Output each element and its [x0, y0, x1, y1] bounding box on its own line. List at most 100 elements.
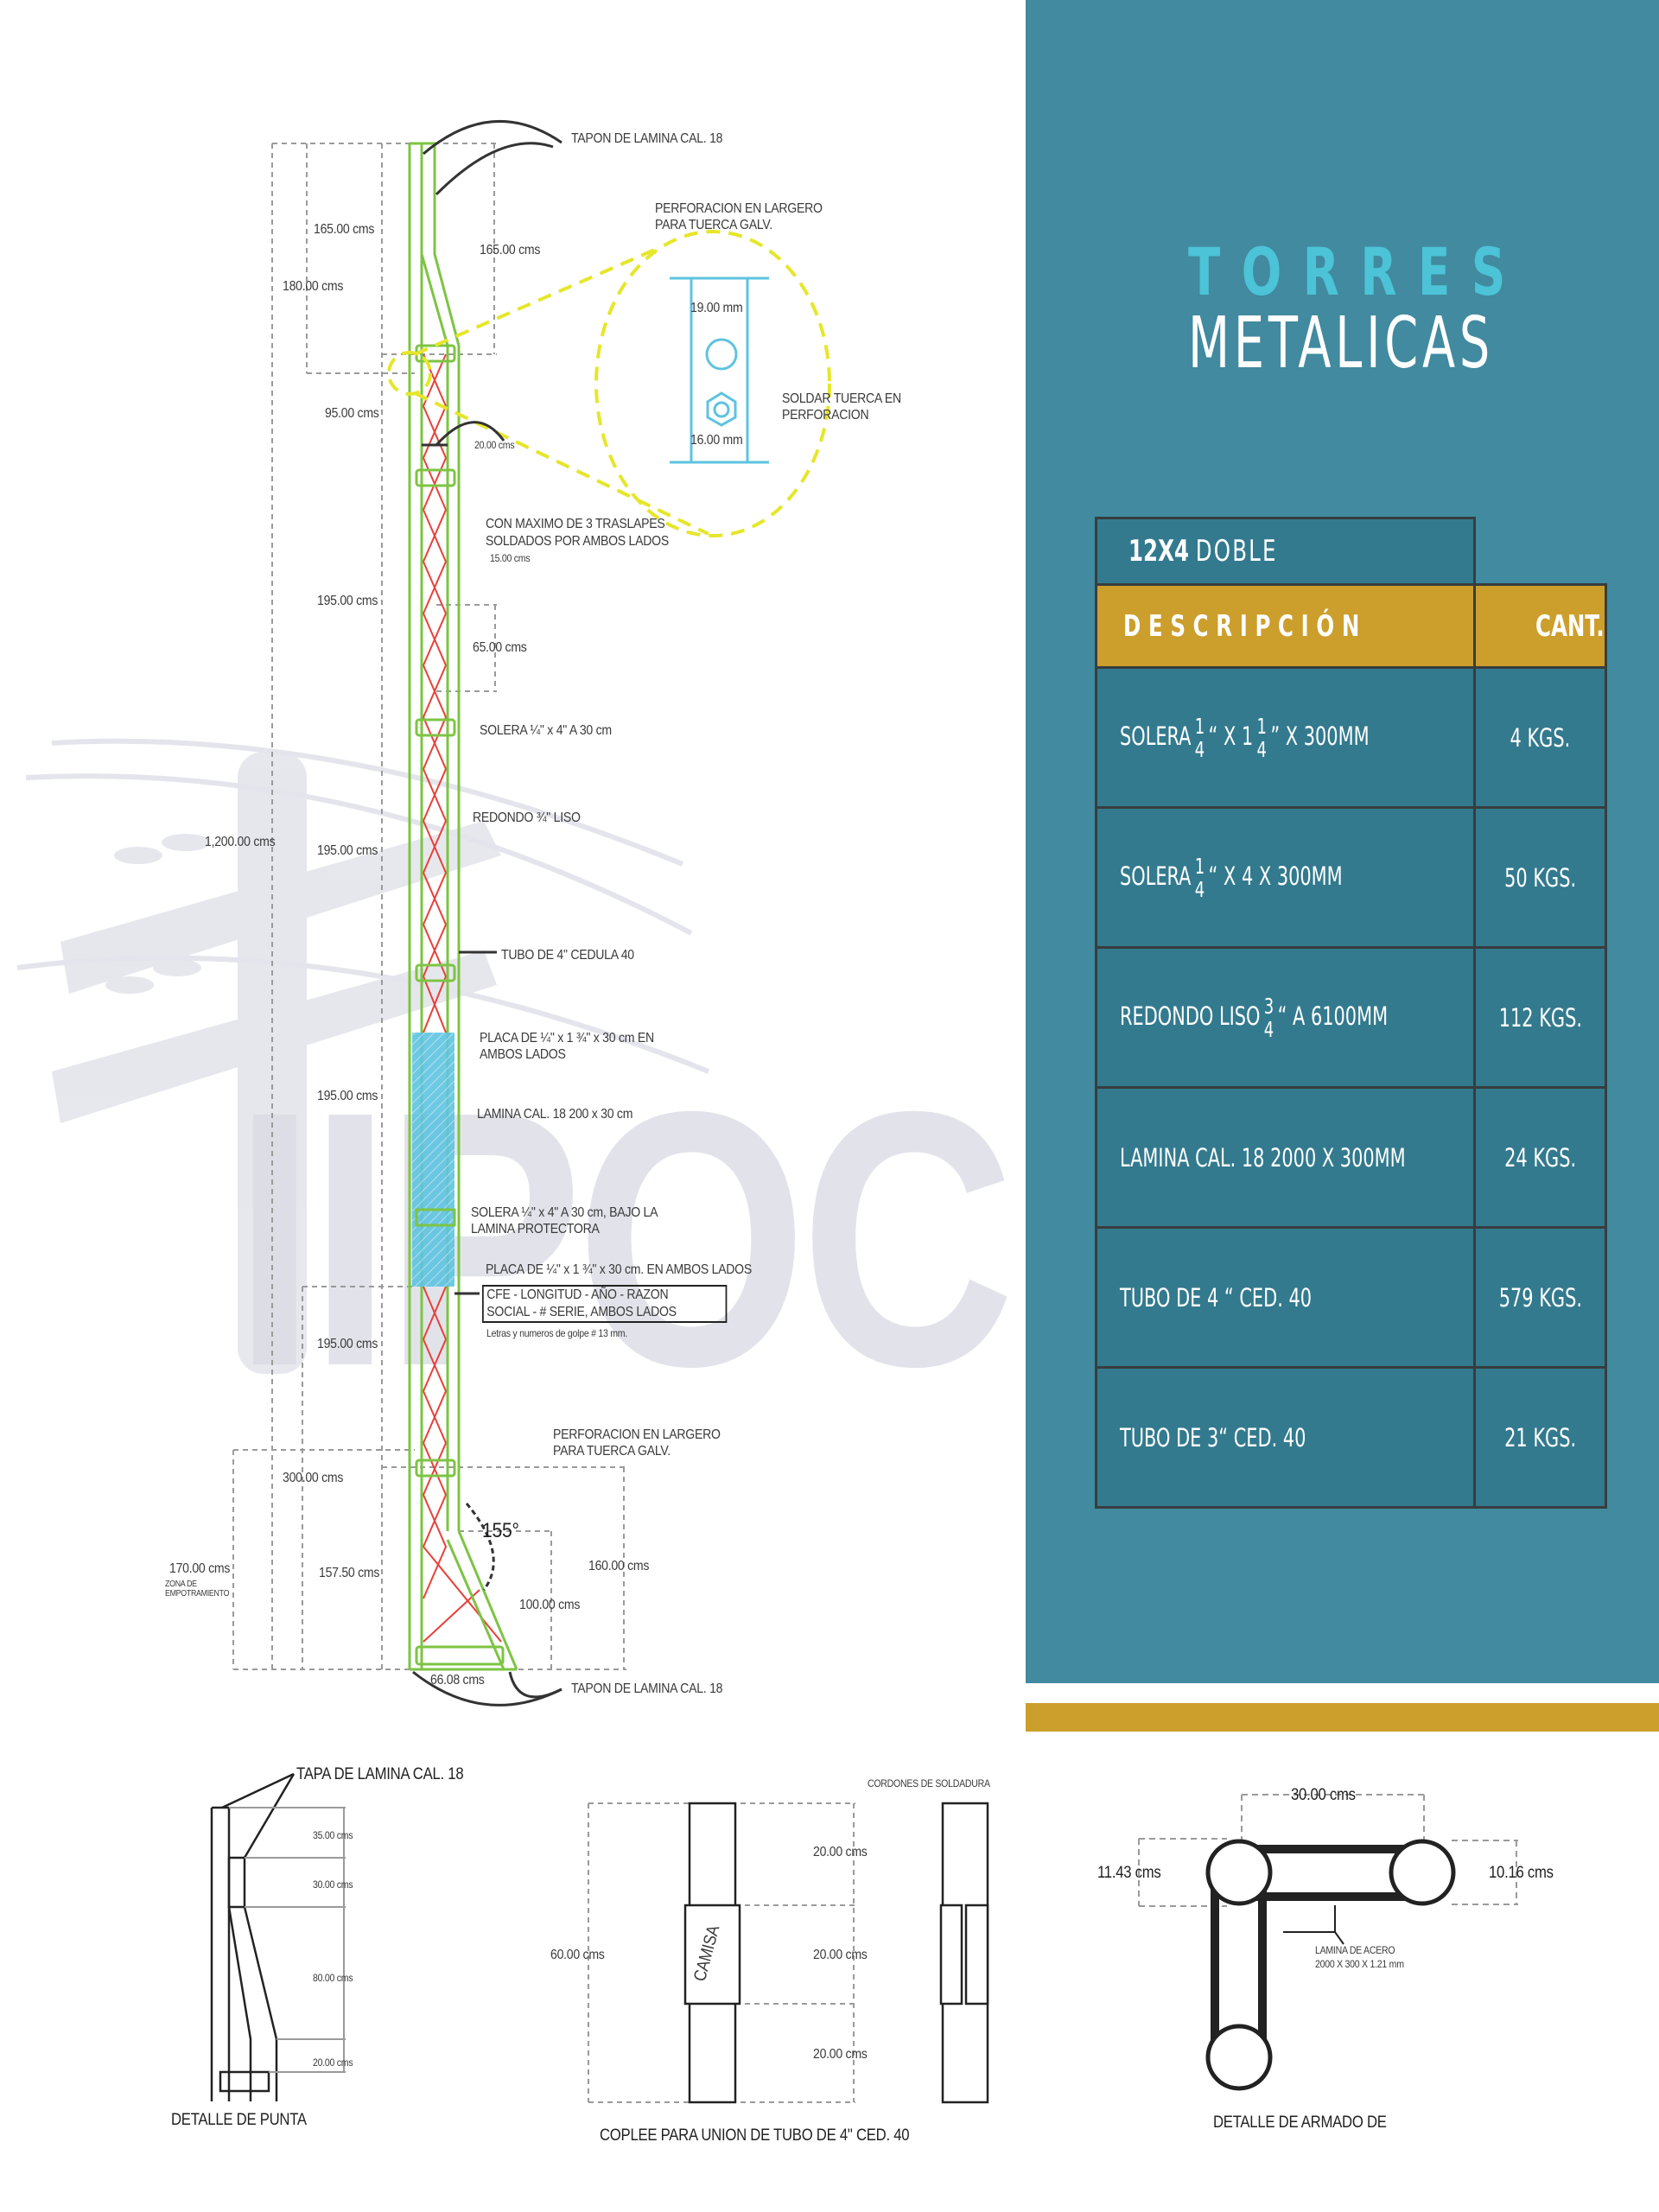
dim-165a: 165.00 cms: [314, 222, 375, 237]
gold-divider-bar: [1026, 1703, 1659, 1732]
desc-text: “ X 1: [1208, 721, 1254, 751]
desc-text: ” X 300MM: [1270, 721, 1370, 751]
label-placa-1: PLACA DE ¼" x 1 ¾" x 30 cm EN: [480, 1031, 654, 1046]
dim-65: 65.00 cms: [473, 640, 527, 655]
dim-punta-35: 35.00 cms: [313, 1829, 353, 1841]
title-line-2: METALICAS: [1188, 302, 1495, 385]
label-cfe-2: SOCIAL - # SERIE, AMBOS LADOS: [486, 1305, 677, 1319]
label-cfe-1: CFE - LONGITUD - AÑO - RAZON: [486, 1287, 669, 1302]
col-desc-label: DESCRIPCIÓN: [1123, 608, 1367, 644]
label-lamina-acero-2: 2000 X 300 X 1.21 mm: [1315, 1958, 1404, 1970]
label-zona-2: EMPOTRAMIENTO: [165, 1589, 230, 1599]
label-placa-ambos: PLACA DE ¼" x 1 ¾" x 30 cm. EN AMBOS LAD…: [486, 1262, 753, 1277]
details-drawing: [210, 1772, 1518, 2104]
lamina-protectora: [412, 1033, 454, 1287]
dim-165b: 165.00 cms: [480, 243, 541, 257]
label-perforacion-bot-1: PERFORACION EN LARGERO: [553, 1427, 721, 1442]
dim-66: 66.08 cms: [430, 1673, 485, 1688]
caption-coplee: COPLEE PARA UNION DE TUBO DE 4" CED. 40: [600, 2126, 910, 2145]
label-traslapes-2: SOLDADOS POR AMBOS LADOS: [486, 534, 669, 549]
dim-15: 15.00 cms: [490, 552, 531, 564]
desc-text: “ X 4 X 300MM: [1208, 861, 1343, 891]
desc-text: LAMINA CAL. 18 2000 X 300MM: [1120, 1142, 1406, 1173]
dim-160: 160.00 cms: [588, 1559, 650, 1573]
desc-text: REDONDO LISO: [1120, 1001, 1261, 1031]
label-cordones: CORDONES DE SOLDADURA: [868, 1777, 990, 1789]
dim-punta-80: 80.00 cms: [313, 1972, 353, 1984]
title-line-1: TORRES: [1188, 233, 1527, 310]
dim-armado-10: 10.16 cms: [1489, 1864, 1554, 1882]
coplee-drawing: [683, 1802, 989, 2104]
dim-195d: 195.00 cms: [317, 1337, 378, 1351]
label-lamina-acero-1: LAMINA DE ACERO: [1315, 1944, 1395, 1956]
table-row-qty: 579 KGS.: [1473, 1226, 1607, 1369]
model-bold: 12X4: [1128, 534, 1189, 569]
label-tubo-cedula: TUBO DE 4" CEDULA 40: [501, 948, 634, 963]
label-solera-bajo-2: LAMINA PROTECTORA: [471, 1222, 600, 1236]
label-placa-2: AMBOS LADOS: [480, 1047, 566, 1062]
dim-coplee-20a: 20.00 cms: [813, 1845, 868, 1859]
detail-callout: [387, 230, 831, 537]
col-qty-label: CANT.: [1535, 608, 1605, 644]
label-perforacion-top-2: PARA TUERCA GALV.: [655, 218, 772, 232]
label-solera-30: SOLERA ¼" x 4" A 30 cm: [480, 723, 612, 738]
table-row-qty: 21 KGS.: [1473, 1366, 1607, 1509]
dim-170: 170.00 cms: [169, 1561, 231, 1576]
label-angle: 155°: [482, 1519, 519, 1542]
table-row-qty: 24 KGS.: [1473, 1086, 1607, 1229]
dim-180: 180.00 cms: [283, 279, 344, 294]
armado-drawing: [1205, 1839, 1456, 2091]
dim-300: 300.00 cms: [283, 1471, 344, 1485]
dim-coplee-60: 60.00 cms: [550, 1948, 605, 1962]
column-header-cant: CANT.: [1473, 583, 1607, 669]
dim-195b: 195.00 cms: [317, 843, 378, 858]
dim-armado-11: 11.43 cms: [1097, 1864, 1161, 1882]
label-perforacion-bot-2: PARA TUERCA GALV.: [553, 1444, 671, 1459]
dim-195c: 195.00 cms: [317, 1089, 378, 1103]
nut-detail: [670, 276, 769, 464]
dim-19mm: 19.00 mm: [690, 301, 743, 315]
table-row-desc: TUBO DE 4 “ CED. 40: [1095, 1226, 1476, 1369]
desc-text: “ A 6100MM: [1277, 1001, 1389, 1031]
label-soldar-1: SOLDAR TUERCA EN: [782, 391, 901, 406]
caption-armado: DETALLE DE ARMADO DE: [1213, 2113, 1387, 2132]
dim-157: 157.50 cms: [319, 1566, 380, 1580]
model-rest: DOBLE: [1195, 534, 1278, 569]
desc-text: TUBO DE 3“ CED. 40: [1120, 1422, 1306, 1452]
desc-text: TUBO DE 4 “ CED. 40: [1120, 1282, 1313, 1313]
tower-drawing: [232, 119, 831, 1707]
tower-rails: [408, 142, 518, 1671]
desc-text: SOLERA: [1120, 861, 1192, 891]
detalle-punta-drawing: [210, 1772, 296, 2101]
dim-20: 20.00 cms: [474, 439, 515, 451]
leader-arrows: [412, 119, 563, 1707]
table-model-header: 12X4 DOBLE: [1095, 517, 1476, 586]
column-header-descripcion: DESCRIPCIÓN: [1095, 583, 1476, 669]
dim-coplee-20b: 20.00 cms: [813, 1948, 868, 1962]
label-letras: Letras y numeros de golpe # 13 mm.: [486, 1327, 628, 1339]
dim-armado-30: 30.00 cms: [1291, 1786, 1356, 1804]
label-tapon-top: TAPON DE LAMINA CAL. 18: [571, 131, 723, 146]
label-lamina-cal: LAMINA CAL. 18 200 x 30 cm: [477, 1107, 633, 1122]
table-row-qty: 50 KGS.: [1473, 806, 1607, 949]
label-solera-bajo-1: SOLERA ¼" x 4" A 30 cm, BAJO LA: [471, 1205, 658, 1220]
label-soldar-2: PERFORACION: [782, 408, 869, 423]
table-row-desc: LAMINA CAL. 18 2000 X 300MM: [1095, 1086, 1476, 1229]
table-row-qty: 112 KGS.: [1473, 946, 1607, 1089]
label-zona-1: ZONA DE: [165, 1580, 197, 1589]
cfe-marking-box: CFE - LONGITUD - AÑO - RAZON SOCIAL - # …: [482, 1285, 728, 1323]
table-row-desc: TUBO DE 3“ CED. 40: [1095, 1366, 1476, 1509]
dim-1200: 1,200.00 cms: [205, 835, 276, 849]
pole-illustration-watermark: [16, 738, 710, 1374]
dim-16mm: 16.00 mm: [690, 433, 743, 448]
desc-text: SOLERA: [1120, 721, 1192, 751]
table-row-qty: 4 KGS.: [1473, 666, 1607, 809]
